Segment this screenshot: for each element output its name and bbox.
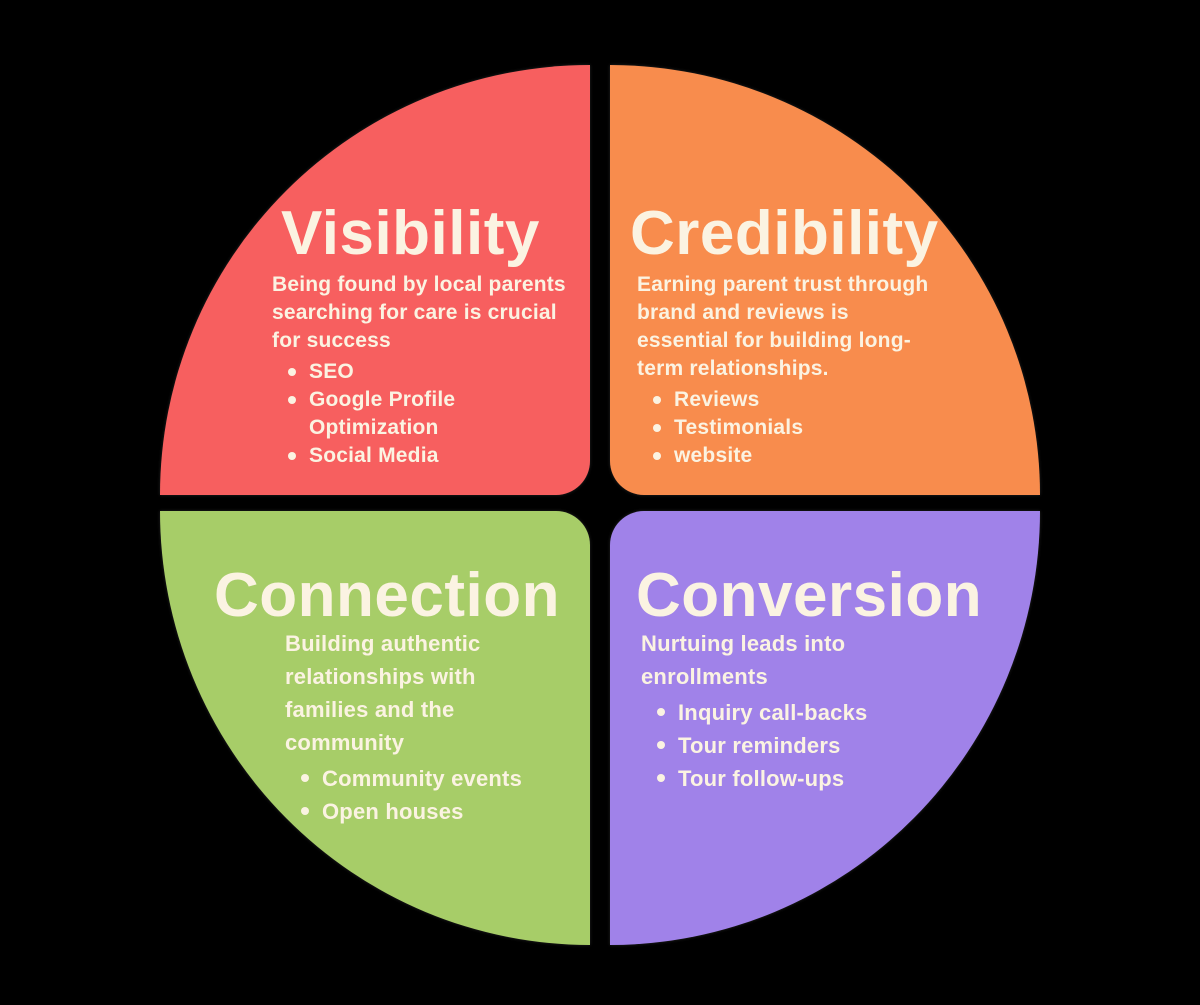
bullet-item: Open houses xyxy=(285,795,530,828)
quadrant-conversion: Conversion Nurtuing leads into enrollmen… xyxy=(610,511,1040,945)
bullet-dot xyxy=(301,807,309,815)
bullet-dot xyxy=(653,452,661,460)
quadrant-credibility-body: Earning parent trust through brand and r… xyxy=(637,271,929,470)
quadrant-connection-title: Connection xyxy=(214,561,560,630)
bullet-item: Inquiry call-backs xyxy=(641,696,893,729)
bullet-dot xyxy=(288,396,296,404)
quadrant-credibility-title: Credibility xyxy=(630,199,939,268)
bullet-label: Inquiry call-backs xyxy=(678,700,868,725)
bullet-item: Community events xyxy=(285,762,530,795)
bullet-label: Social Media xyxy=(309,444,439,467)
bullet-label: Open houses xyxy=(322,799,464,824)
quadrant-credibility-description: Earning parent trust through brand and r… xyxy=(637,273,929,380)
bullet-label: Community events xyxy=(322,766,523,791)
quadrant-conversion-body: Nurtuing leads into enrollments Inquiry … xyxy=(641,627,893,795)
bullet-item: Tour reminders xyxy=(641,729,893,762)
quadrant-visibility: Visibility Being found by local parents … xyxy=(160,65,590,495)
bullet-label: SEO xyxy=(309,360,354,383)
bullet-item: Google Profile Optimization xyxy=(272,386,500,442)
bullet-dot xyxy=(653,424,661,432)
bullet-item: Testimonials xyxy=(637,414,872,442)
quadrant-conversion-description: Nurtuing leads into enrollments xyxy=(641,631,846,689)
quadrant-connection: Connection Building authentic relationsh… xyxy=(160,511,590,945)
quadrant-visibility-title: Visibility xyxy=(281,199,540,268)
quadrant-visibility-description: Being found by local parents searching f… xyxy=(272,273,566,352)
bullet-item: Tour follow-ups xyxy=(641,762,893,795)
bullet-item: SEO xyxy=(272,358,500,386)
bullet-dot xyxy=(657,741,665,749)
bullet-label: Tour reminders xyxy=(678,733,841,758)
bullet-item: Social Media xyxy=(272,442,500,470)
bullet-dot xyxy=(288,368,296,376)
bullet-dot xyxy=(301,774,309,782)
bullet-dot xyxy=(288,452,296,460)
bullet-label: website xyxy=(674,444,753,467)
bullet-label: Testimonials xyxy=(674,416,804,439)
quadrant-conversion-title: Conversion xyxy=(636,561,983,630)
bullet-dot xyxy=(653,396,661,404)
bullet-dot xyxy=(657,774,665,782)
quadrant-connection-description: Building authentic relationships with fa… xyxy=(285,631,481,755)
bullet-label: Reviews xyxy=(674,388,760,411)
quadrant-visibility-body: Being found by local parents searching f… xyxy=(272,271,587,470)
bullet-item: Reviews xyxy=(637,386,872,414)
bullet-item: website xyxy=(637,442,872,470)
quadrant-credibility: Credibility Earning parent trust through… xyxy=(610,65,1040,495)
bullet-dot xyxy=(657,708,665,716)
quadrant-connection-body: Building authentic relationships with fa… xyxy=(285,627,530,828)
bullet-label: Tour follow-ups xyxy=(678,766,845,791)
bullet-label: Google Profile Optimization xyxy=(309,388,456,439)
